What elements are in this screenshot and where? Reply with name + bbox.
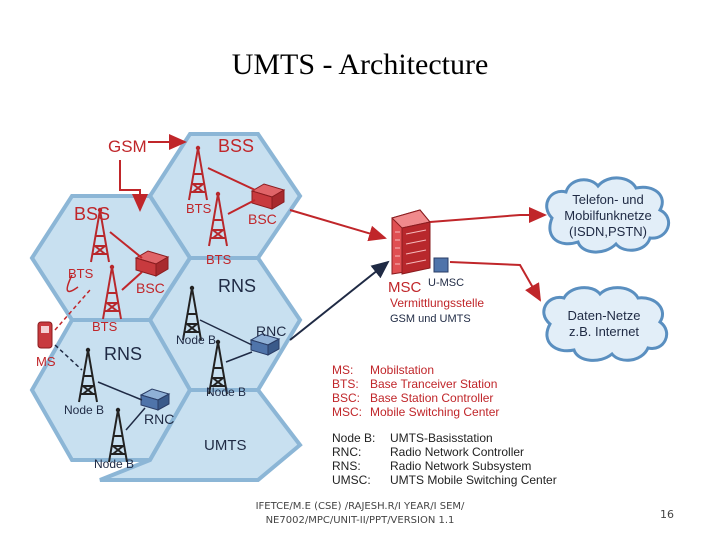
- bss-label-left: BSS: [74, 204, 110, 224]
- cloud1-line1: Telefon- und: [572, 192, 644, 207]
- bts-label-left: BTS: [68, 266, 94, 281]
- slide-title: UMTS - Architecture: [231, 48, 489, 81]
- bsc-label-top: BSC: [248, 211, 277, 227]
- legend-text: Mobilstation: [370, 363, 434, 377]
- hex-umts-bottom: [99, 388, 303, 482]
- legend-abbr: RNC:: [332, 445, 361, 459]
- bss-label-top: BSS: [218, 136, 254, 156]
- bts-label-top: BTS: [186, 201, 212, 216]
- msc-server-icon: [391, 209, 449, 275]
- legend-text: Base Tranceiver Station: [370, 377, 497, 391]
- rnc-label-top: RNC: [256, 323, 286, 339]
- slide-footer: IFETCE/M.E (CSE) /RAJESH.R/I YEAR/I SEM/…: [230, 500, 490, 528]
- legend-abbr: Node B:: [332, 431, 375, 445]
- cloud2-line1: Daten-Netze: [568, 308, 641, 323]
- bts-label-low: BTS: [92, 319, 118, 334]
- umts-architecture-diagram: GSM BSS BSS BTS BSC BTS BTS BSC BTS RNS …: [29, 132, 671, 487]
- legend-abbr: MSC:: [332, 405, 362, 419]
- rnc-label-bottom: RNC: [144, 411, 174, 427]
- switch-label-line1: Vermittlungsstelle: [390, 296, 484, 310]
- umts-label: UMTS: [204, 437, 247, 454]
- legend-abbr: UMSC:: [332, 473, 371, 487]
- nodeb-label-3: Node B: [64, 403, 104, 417]
- legend-text: UMTS Mobile Switching Center: [390, 473, 557, 487]
- legend-abbr: BSC:: [332, 391, 360, 405]
- footer-line2: NE7002/MPC/UNIT-II/PPT/VERSION 1.1: [265, 515, 455, 526]
- legend-text: UMTS-Basisstation: [390, 431, 493, 445]
- mobile-station-icon: [37, 321, 53, 349]
- cloud1-line2: Mobilfunknetze: [564, 208, 651, 223]
- legend-text: Mobile Switching Center: [370, 405, 499, 419]
- cloud2-line2: z.B. Internet: [569, 324, 639, 339]
- cloud-telephone-networks: [545, 176, 671, 254]
- cloud1-line3: (ISDN,PSTN): [569, 224, 647, 239]
- umsc-label: U-MSC: [428, 277, 464, 289]
- ms-label: MS: [36, 354, 56, 369]
- legend-text: Radio Network Subsystem: [390, 459, 531, 473]
- rns-label-left: RNS: [104, 344, 142, 364]
- legend-abbr: BTS:: [332, 377, 359, 391]
- legend-text: Base Station Controller: [370, 391, 493, 405]
- page-number: 16: [660, 508, 674, 521]
- footer-line1: IFETCE/M.E (CSE) /RAJESH.R/I YEAR/I SEM/: [255, 501, 465, 512]
- gsm-label: GSM: [108, 137, 147, 156]
- legend-text: Radio Network Controller: [390, 445, 524, 459]
- nodeb-label-1: Node B: [176, 333, 216, 347]
- nodeb-label-2: Node B: [206, 385, 246, 399]
- bts-label-mid: BTS: [206, 252, 232, 267]
- switch-label-line2: GSM und UMTS: [390, 313, 471, 325]
- cloud-data-networks: [542, 286, 669, 362]
- rns-label-top: RNS: [218, 276, 256, 296]
- nodeb-label-4: Node B: [94, 457, 134, 471]
- legend-abbr: RNS:: [332, 459, 361, 473]
- bsc-label-left: BSC: [136, 280, 165, 296]
- legend-umts: Node B: UMTS-Basisstation RNC: Radio Net…: [332, 431, 557, 487]
- msc-label: MSC: [388, 279, 422, 296]
- legend-gsm: MS: Mobilstation BTS: Base Tranceiver St…: [332, 363, 499, 419]
- legend-abbr: MS:: [332, 363, 353, 377]
